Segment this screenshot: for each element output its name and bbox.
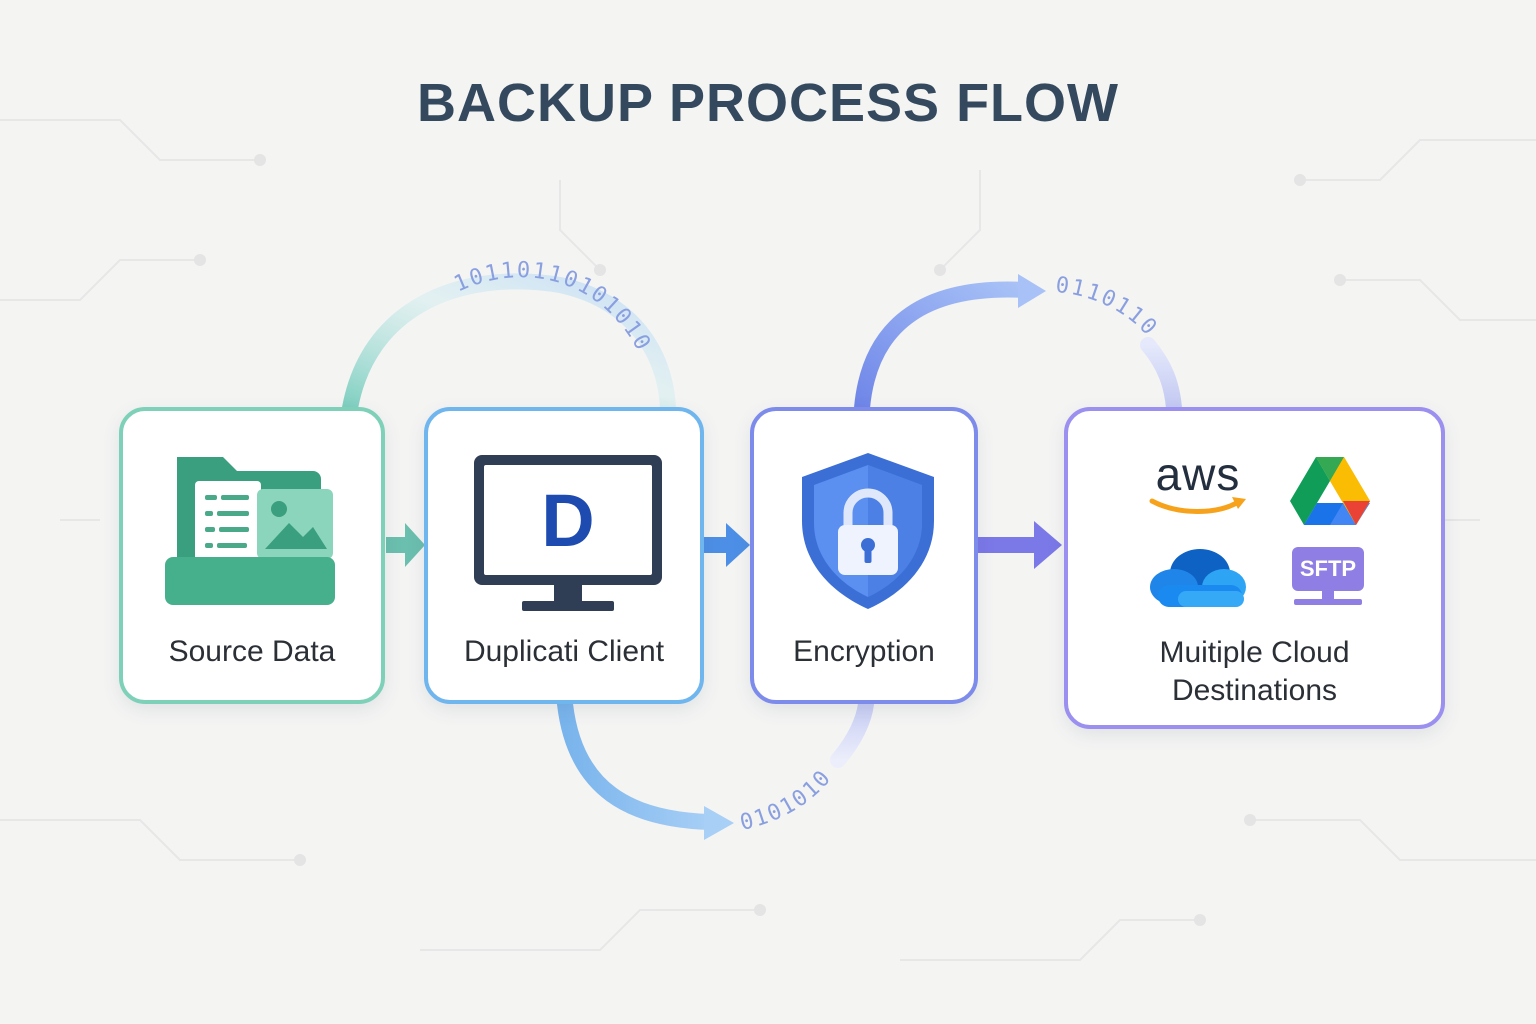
arc-client-to-encryption bbox=[557, 696, 720, 830]
arrow-encryption-to-destinations bbox=[978, 521, 1062, 569]
node-label-source: Source Data bbox=[168, 635, 336, 668]
arc-encryption-to-destinations bbox=[854, 281, 1033, 416]
duplicati-logo: D bbox=[541, 479, 595, 562]
sftp-base bbox=[1294, 599, 1362, 605]
node-label-client: Duplicati Client bbox=[463, 635, 665, 668]
arc-source-to-client bbox=[342, 273, 676, 416]
shield-lock-icon bbox=[802, 453, 934, 609]
node-duplicati-client: D Duplicati Client bbox=[424, 407, 704, 704]
binary-stream-top-left: 10110110101010 bbox=[451, 258, 656, 356]
page-title: BACKUP PROCESS FLOW bbox=[416, 73, 1120, 133]
onedrive-cloud-icon bbox=[1150, 549, 1246, 607]
arrow-source-to-client bbox=[386, 523, 425, 567]
aws-logo-text: aws bbox=[1155, 448, 1241, 500]
google-drive-icon bbox=[1290, 457, 1370, 525]
arrow-client-to-encryption bbox=[704, 523, 750, 567]
monitor-icon bbox=[474, 455, 662, 611]
node-source-data: Source Data bbox=[119, 407, 385, 704]
sftp-label: SFTP bbox=[1292, 547, 1364, 591]
binary-stream-bottom: 0101010 bbox=[738, 765, 837, 836]
aws-smile-icon bbox=[1149, 497, 1246, 514]
binary-stream-top-right: 0110110 bbox=[1054, 273, 1162, 342]
arc-bottom-arrowhead bbox=[704, 806, 734, 840]
node-encryption: Encryption bbox=[750, 407, 978, 704]
sftp-stand bbox=[1322, 591, 1334, 599]
node-label-destinations-line2: Destinations bbox=[1171, 674, 1338, 707]
node-label-encryption: Encryption bbox=[793, 635, 935, 668]
aws-logo-icon: aws bbox=[1148, 449, 1248, 519]
sftp-server-icon: SFTP bbox=[1292, 547, 1368, 611]
node-cloud-destinations: aws SFTP M bbox=[1064, 407, 1445, 729]
folder-files-icon bbox=[165, 457, 335, 605]
node-label-destinations-line1: Muitiple Cloud bbox=[1159, 636, 1350, 669]
arc-top-arrowhead bbox=[1018, 274, 1046, 308]
